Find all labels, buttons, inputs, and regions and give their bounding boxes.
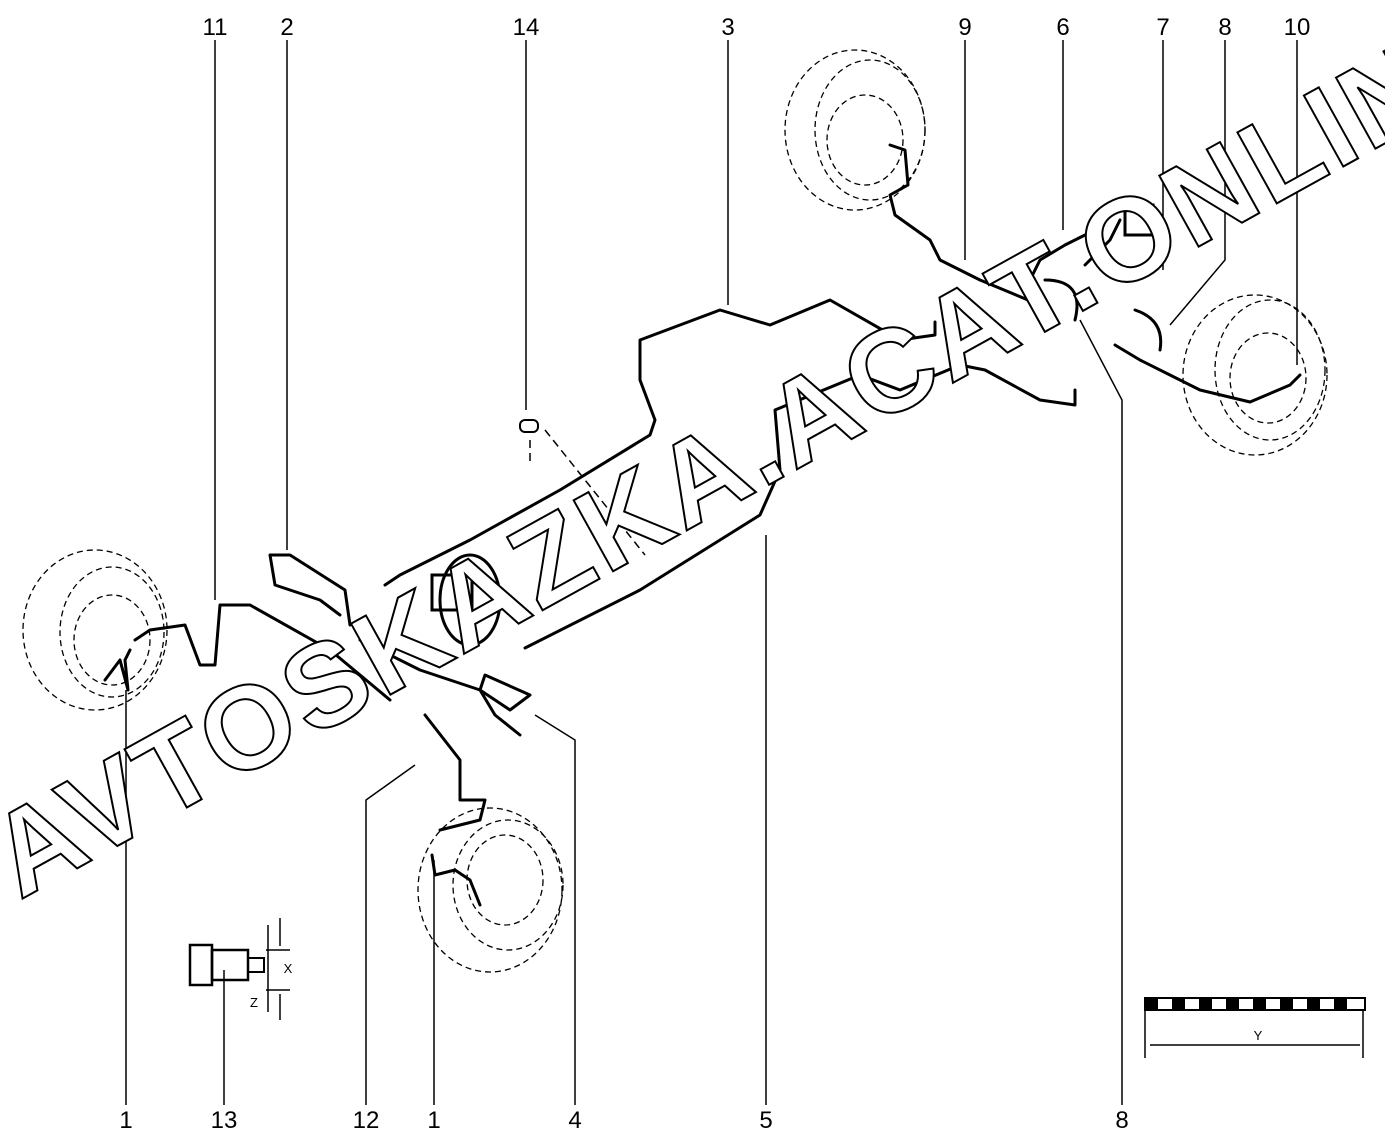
callout-9: 9 (958, 14, 971, 41)
pressure-regulator (1123, 203, 1155, 237)
callout-1-left: 1 (119, 1107, 132, 1134)
fitting-detail-13: X Z (188, 918, 293, 1020)
callout-6: 6 (1056, 14, 1069, 41)
callout-13: 13 (211, 1107, 238, 1134)
callout-2: 2 (280, 14, 293, 41)
brake-line-9 (888, 143, 1042, 307)
wheel-rear-right (1182, 294, 1328, 456)
brake-line-10 (1113, 343, 1302, 404)
callout-5: 5 (759, 1107, 772, 1134)
brake-line-4 (358, 638, 532, 737)
callout-3: 3 (721, 14, 734, 41)
wheel-rear-left (784, 49, 926, 211)
dimension-x-label: X (284, 961, 293, 976)
callout-7: 7 (1156, 14, 1169, 41)
callout-10: 10 (1284, 14, 1311, 41)
callout-14: 14 (513, 14, 540, 41)
wheel-front-left (22, 549, 168, 711)
callout-8-top: 8 (1218, 14, 1231, 41)
brake-hose-1-left (103, 648, 132, 692)
scale-bar: Y (1144, 997, 1366, 1058)
brake-line-12 (423, 713, 487, 832)
callout-leaders (125, 40, 1298, 1105)
brake-hose-8 (1043, 278, 1079, 322)
callout-11: 11 (203, 14, 228, 41)
scale-y-label: Y (1254, 1028, 1263, 1043)
plug-14 (519, 419, 539, 433)
plug-14-location (544, 429, 646, 556)
callout-4: 4 (568, 1107, 581, 1134)
brake-line-3 (383, 298, 937, 587)
brake-line-6 (1028, 233, 1087, 282)
callout-12: 12 (353, 1107, 380, 1134)
wheel-front-right (417, 807, 564, 973)
brake-line-2 (268, 553, 352, 627)
callout-1-right: 1 (427, 1107, 440, 1134)
brake-line-11 (133, 603, 392, 702)
watermark: AVTOSKAZKA.ACAT.ONLINE (0, 0, 1385, 924)
callout-8-bottom: 8 (1115, 1107, 1128, 1134)
brake-hose-rear-right (1133, 308, 1163, 352)
brake-line-7 (1083, 218, 1122, 267)
dimension-z-label: Z (250, 995, 258, 1010)
brake-line-5 (523, 363, 1077, 650)
brake-booster-master-cylinder (430, 553, 502, 647)
